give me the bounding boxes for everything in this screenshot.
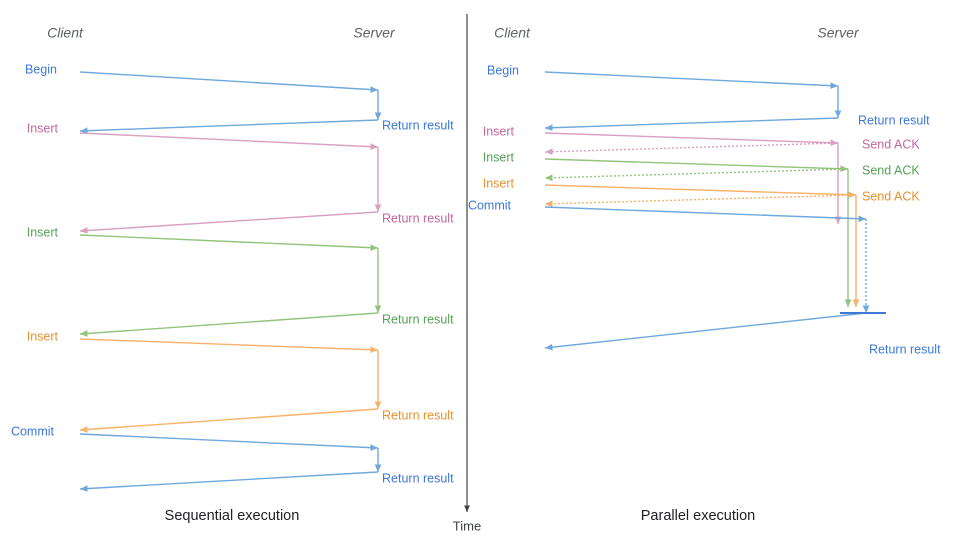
lane-title: Server	[353, 25, 396, 41]
message-label: Insert	[27, 225, 59, 239]
message-label: Commit	[11, 424, 55, 438]
ack-arrow-insert-3	[544, 194, 857, 208]
panel-caption: Sequential execution	[165, 508, 300, 524]
message-label: Return result	[382, 312, 454, 326]
time-axis-label: Time	[453, 518, 481, 533]
request-arrow-begin	[544, 71, 839, 89]
lane-title: Client	[47, 25, 84, 41]
message-label: Insert	[27, 329, 59, 343]
message-label: Return result	[382, 408, 454, 422]
reply-arrow-begin	[544, 117, 839, 132]
message-label: Return result	[382, 211, 454, 225]
request-arrow-insert-3	[544, 184, 857, 199]
request-arrow-insert-3	[79, 338, 379, 354]
message-label: Return result	[869, 342, 941, 356]
message-label: Return result	[382, 471, 454, 485]
ack-arrow-insert-1	[544, 142, 839, 156]
lane-title: Client	[494, 25, 531, 41]
message-label: Insert	[483, 150, 515, 164]
reply-arrow-begin	[79, 119, 379, 135]
request-arrow-commit	[544, 206, 867, 223]
lane-title: Server	[817, 25, 860, 41]
message-label: Insert	[483, 176, 515, 190]
panel-caption: Parallel execution	[641, 508, 755, 524]
message-label: Begin	[487, 63, 519, 77]
message-label: Send ACK	[862, 189, 920, 203]
message-label: Insert	[483, 124, 515, 138]
ack-arrow-insert-2	[544, 168, 849, 182]
message-label: Begin	[25, 62, 57, 76]
reply-arrow-insert-3	[79, 408, 379, 433]
request-arrow-insert-2	[544, 158, 849, 173]
request-arrow-insert-2	[79, 234, 379, 252]
request-arrow-insert-1	[79, 132, 379, 151]
message-lines-layer	[79, 14, 886, 512]
request-arrow-begin	[79, 71, 379, 93]
reply-arrow-commit	[544, 312, 867, 351]
message-label: Return result	[858, 113, 930, 127]
reply-arrow-insert-1	[79, 211, 379, 234]
request-arrow-commit	[79, 433, 379, 452]
message-label: Commit	[468, 198, 512, 212]
message-label: Insert	[27, 121, 59, 135]
reply-arrow-commit	[79, 471, 379, 492]
message-label: Return result	[382, 118, 454, 132]
reply-arrow-insert-2	[79, 312, 379, 337]
message-label: Send ACK	[862, 137, 920, 151]
request-arrow-insert-1	[544, 132, 839, 147]
message-label: Send ACK	[862, 163, 920, 177]
